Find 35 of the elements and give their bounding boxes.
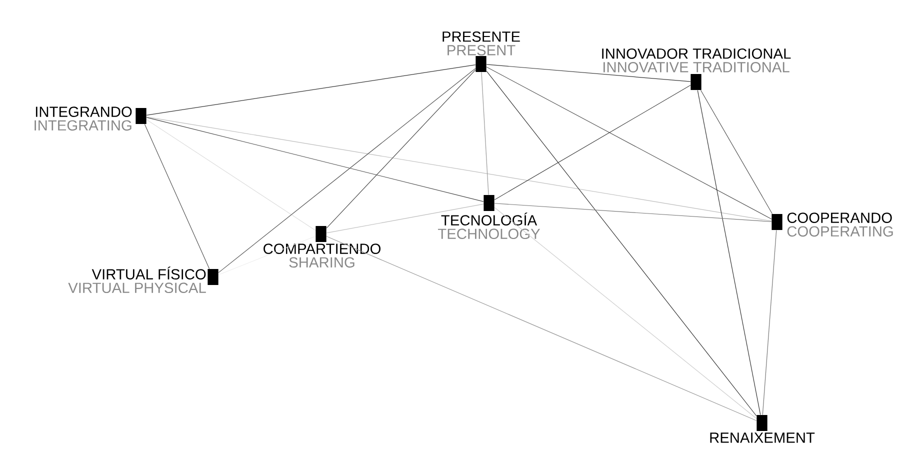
node-label: INNOVADOR TRADICIONAL <box>602 48 791 59</box>
node-label: PRESENTE <box>442 31 520 42</box>
node-label: TECNOLOGÍA <box>441 212 538 226</box>
connector-line <box>146 117 484 202</box>
connector-line <box>486 70 757 416</box>
connector-line <box>218 236 316 276</box>
connector-line <box>146 64 476 116</box>
translation-label: SHARING <box>289 257 354 268</box>
connector-line <box>326 204 484 234</box>
node-label: INTEGRANDO <box>36 106 132 117</box>
connector-line <box>218 68 476 273</box>
connector-line <box>762 230 777 416</box>
connector-line <box>494 207 757 419</box>
translation-label: VIRTUAL PHYSICAL <box>68 282 206 294</box>
connector-line <box>326 70 476 228</box>
connector-line <box>146 116 772 222</box>
connector-line <box>486 66 772 220</box>
translation-label: COOPERATING <box>787 226 893 237</box>
connector-line <box>486 64 691 82</box>
translation-label: INNOVATIVE TRADITIONAL <box>604 62 790 72</box>
connector-line <box>144 124 210 270</box>
connector-line <box>494 203 772 222</box>
node-label: COOPERANDO <box>787 212 892 223</box>
connector-line <box>481 72 489 196</box>
connector-line <box>326 236 757 421</box>
translation-label: TECHNOLOGY <box>438 228 540 240</box>
node-label: VIRTUAL FÍSICO <box>92 266 206 280</box>
connector-line <box>697 90 761 416</box>
connector-line <box>494 84 691 200</box>
connector-line <box>700 90 773 214</box>
translation-label: PRESENT <box>448 45 516 56</box>
connector-line <box>146 119 316 231</box>
node-label: RENAIXEMENT <box>710 432 815 443</box>
node-label: COMPARTIENDO <box>264 244 381 254</box>
translation-label: INTEGRATING <box>34 120 132 131</box>
